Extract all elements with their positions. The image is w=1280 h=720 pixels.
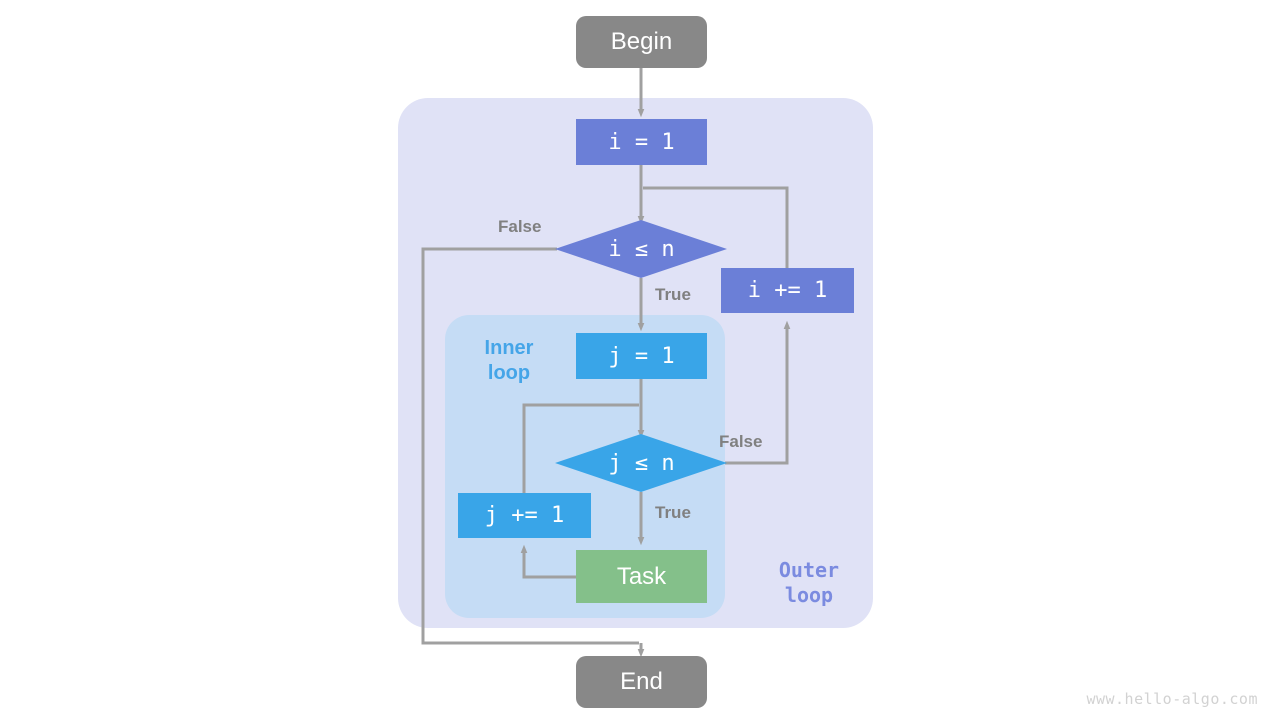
node-begin[interactable] — [576, 16, 707, 68]
node-i-incr[interactable] — [721, 268, 854, 313]
node-j-cond[interactable] — [555, 434, 727, 492]
edge-label-inner-true: True — [655, 503, 691, 522]
node-j-init[interactable] — [576, 333, 707, 379]
watermark: www.hello-algo.com — [1086, 690, 1258, 708]
node-end[interactable] — [576, 656, 707, 708]
edge-j-cond-false-to-i-incr — [725, 320, 791, 465]
node-j-incr[interactable] — [458, 493, 591, 538]
outer-loop-label: Outer loop — [778, 558, 840, 607]
edge-label-outer-false: False — [498, 217, 542, 236]
edge-i-cond-false-to-end — [421, 247, 639, 645]
node-task[interactable] — [576, 550, 707, 603]
edge-task-to-j-incr — [520, 544, 576, 579]
node-i-cond[interactable] — [555, 220, 727, 278]
inner-loop-label: Inner loop — [484, 337, 534, 384]
node-i-init[interactable] — [576, 119, 707, 165]
edge-label-inner-false: False — [719, 432, 763, 451]
edge-j-incr-to-j-cond — [522, 403, 639, 493]
edge-label-outer-true: True — [655, 285, 691, 304]
edge-i-incr-to-i-cond — [643, 186, 789, 268]
